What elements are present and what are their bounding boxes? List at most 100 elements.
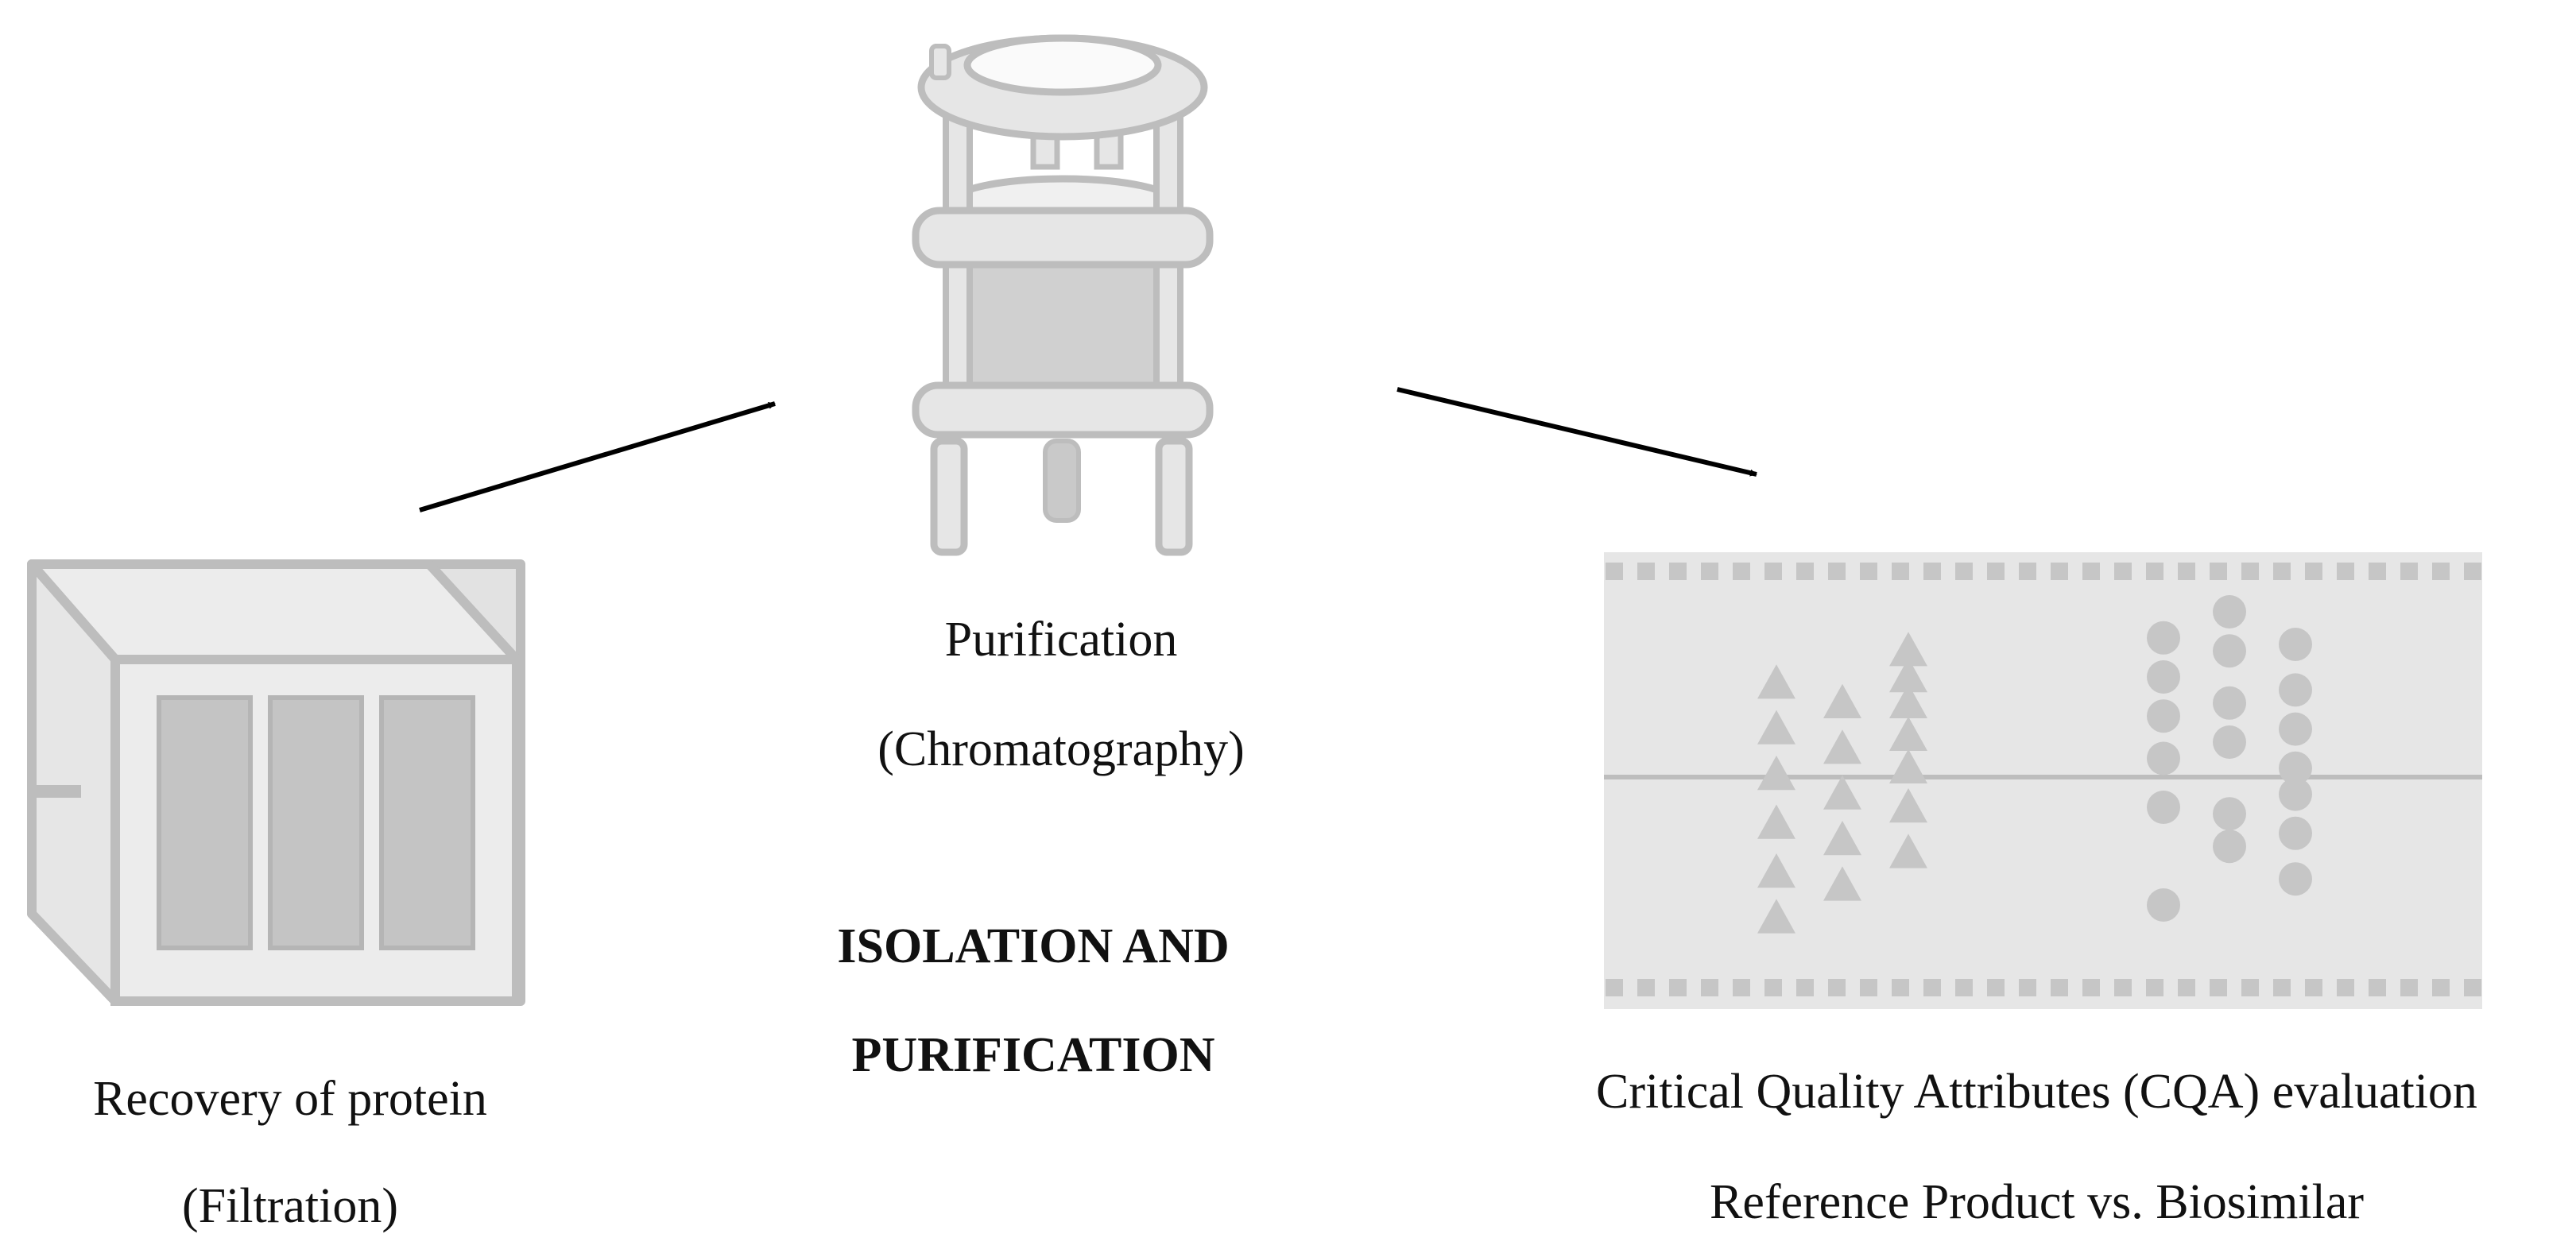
border-dash [2305, 979, 2322, 996]
border-dash [2178, 979, 2195, 996]
circle-marker [2213, 830, 2246, 864]
border-dash [2019, 979, 2036, 996]
border-dash [1764, 979, 1782, 996]
triangle-marker [1757, 710, 1795, 745]
filter-cartridge-3 [379, 695, 475, 950]
border-dash [1733, 563, 1750, 580]
border-dash [2369, 979, 2386, 996]
plot-background [1604, 552, 2482, 1009]
border-dash [1606, 563, 1623, 580]
border-dash [1828, 563, 1846, 580]
border-dash [1701, 563, 1718, 580]
border-dash [2210, 979, 2227, 996]
circle-marker [2213, 797, 2246, 831]
arrow-to-purification [419, 401, 776, 512]
circle-marker [2213, 686, 2246, 720]
circle-marker [2279, 751, 2312, 785]
border-dash [1860, 979, 1877, 996]
circle-marker [2279, 777, 2312, 811]
border-dash [1923, 979, 1941, 996]
circle-marker [2279, 862, 2312, 896]
border-dash [2337, 563, 2354, 580]
circle-marker [2213, 634, 2246, 668]
border-dash [2178, 563, 2195, 580]
cqa-scatter-plot-icon [1604, 552, 2482, 1009]
border-dash [1701, 979, 1718, 996]
circle-marker [2279, 673, 2312, 707]
triangle-marker [1889, 658, 1927, 693]
triangle-marker [1757, 664, 1795, 699]
border-dash [1828, 979, 1846, 996]
border-dash [2210, 563, 2227, 580]
triangle-marker [1889, 748, 1927, 783]
filter-cartridge-2 [268, 695, 364, 950]
border-dash [1860, 563, 1877, 580]
circle-marker [2213, 725, 2246, 759]
triangle-marker [1823, 775, 1861, 810]
border-dash [1637, 979, 1655, 996]
border-dash [2082, 979, 2100, 996]
circle-marker [2147, 741, 2180, 775]
border-dash [2432, 563, 2450, 580]
border-dash [1955, 979, 1973, 996]
triangle-marker [1889, 788, 1927, 823]
triangle-marker [1823, 821, 1861, 856]
border-dash [1669, 563, 1687, 580]
border-dash [2241, 563, 2259, 580]
circle-marker [2147, 699, 2180, 733]
chromatography-subtitle: (Chromatography) [877, 722, 1245, 776]
circle-marker [2147, 660, 2180, 694]
border-dash [2019, 563, 2036, 580]
circle-marker [2147, 621, 2180, 655]
triangle-marker [1757, 899, 1795, 934]
border-dash [2432, 979, 2450, 996]
border-dash [1637, 563, 1655, 580]
border-dash [2051, 563, 2068, 580]
border-dash [1955, 563, 1973, 580]
border-dash [2114, 563, 2132, 580]
border-dash [2146, 563, 2163, 580]
triangle-marker [1889, 632, 1927, 667]
plot-bottom-border [1606, 979, 2481, 996]
plot-top-border [1606, 563, 2481, 580]
border-dash [1892, 979, 1909, 996]
plot-markers [1757, 595, 2312, 934]
border-dash [2273, 979, 2291, 996]
triangle-marker [1889, 833, 1927, 868]
border-dash [2464, 563, 2481, 580]
border-dash [2241, 979, 2259, 996]
border-dash [1987, 563, 2005, 580]
circle-marker [2147, 791, 2180, 824]
border-dash [1733, 979, 1750, 996]
border-dash [1796, 563, 1814, 580]
filter-cartridge-1 [157, 695, 253, 950]
filtration-title: Recovery of protein [93, 1072, 487, 1126]
triangle-marker [1757, 853, 1795, 888]
border-dash [2400, 563, 2418, 580]
circle-marker [2147, 888, 2180, 922]
border-dash [2273, 563, 2291, 580]
border-dash [1987, 979, 2005, 996]
triangle-marker [1823, 683, 1861, 718]
chromatography-title: Purification [944, 613, 1178, 667]
triangle-marker [1889, 716, 1927, 751]
filtration-unit-icon [27, 559, 525, 1006]
border-dash [2305, 563, 2322, 580]
border-dash [1669, 979, 1687, 996]
border-dash [1923, 563, 1941, 580]
filtration-subtitle: (Filtration) [181, 1179, 399, 1233]
chromatography-column-icon [912, 34, 1214, 556]
border-dash [1796, 979, 1814, 996]
circle-marker [2279, 628, 2312, 661]
border-dash [2337, 979, 2354, 996]
border-dash [2114, 979, 2132, 996]
border-dash [2400, 979, 2418, 996]
triangle-marker [1889, 683, 1927, 718]
border-dash [2464, 979, 2481, 996]
triangle-marker [1823, 866, 1861, 901]
stage-heading-line2: PURIFICATION [851, 1028, 1215, 1082]
cqa-title: Critical Quality Attributes (CQA) evalua… [1596, 1065, 2477, 1119]
triangle-marker [1823, 729, 1861, 764]
